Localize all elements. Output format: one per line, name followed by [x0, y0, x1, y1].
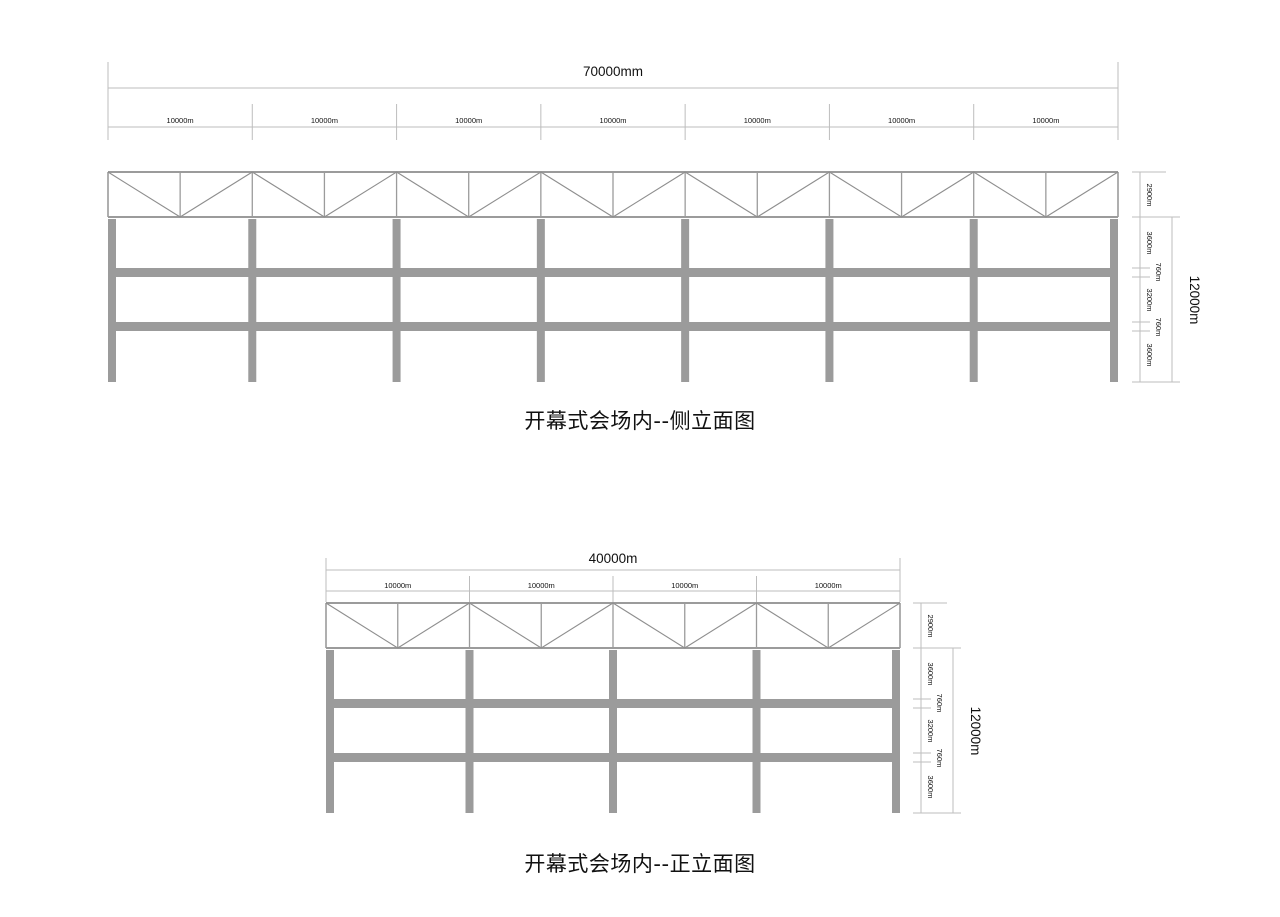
- vdim-label: 760m: [935, 694, 944, 713]
- bay-label: 10000m: [455, 116, 482, 125]
- right-dimension-group-1: 2900m 3600m 760m 3200m 760m 3600m 12000m: [1132, 171, 1202, 383]
- beam-level-1: [108, 268, 1118, 277]
- beams-2: [326, 699, 900, 762]
- drawing-title-front: 开幕式会场内--正立面图: [524, 852, 756, 876]
- frame-structure-1: [108, 219, 1118, 382]
- bay-label: 10000m: [888, 116, 915, 125]
- beam-level-2: [326, 753, 900, 762]
- drawing-side-elevation: 70000mm 10000m 10000m 10000m 10000m 1000…: [0, 0, 1280, 450]
- vdim-ticks-1: [1132, 171, 1180, 383]
- vdim-label: 3600m: [926, 776, 935, 799]
- total-dim-label-2: 40000m: [589, 551, 638, 566]
- vdim-label: 3200m: [926, 720, 935, 743]
- bay-label: 10000m: [1032, 116, 1059, 125]
- roof-truss-1: [107, 171, 1119, 218]
- vdim-label: 760m: [1154, 318, 1163, 337]
- total-vdim-label-1: 12000m: [1187, 276, 1202, 325]
- front-elevation-svg: 40000m 10000m 10000m 10000m 10000m: [325, 551, 983, 814]
- truss-verticals-2: [397, 603, 829, 648]
- beam-level-2: [108, 322, 1118, 331]
- bay-label: 10000m: [599, 116, 626, 125]
- vdim-label: 3600m: [926, 663, 935, 686]
- vdim-label: 760m: [935, 749, 944, 768]
- vdim-label: 3200m: [1145, 289, 1154, 312]
- drawing-title-side: 开幕式会场内--侧立面图: [524, 409, 756, 433]
- vdim-label: 2900m: [926, 615, 935, 638]
- vdim-label: 3600m: [1145, 232, 1154, 255]
- bay-label: 10000m: [671, 581, 698, 590]
- bay-label: 10000m: [815, 581, 842, 590]
- frame-structure-2: [326, 650, 900, 813]
- roof-truss-2: [325, 602, 901, 649]
- total-vdim-label-2: 12000m: [968, 707, 983, 756]
- right-dimension-group-2: 2900m 3600m 760m 3200m 760m 3600m 12000m: [913, 602, 983, 814]
- truss-diagonals-2: [325, 602, 901, 649]
- bay-label: 10000m: [528, 581, 555, 590]
- vdim-label: 2900m: [1145, 184, 1154, 207]
- top-dimension-group-1: 70000mm 10000m 10000m 10000m 10000m 1000…: [107, 62, 1119, 140]
- beam-level-1: [326, 699, 900, 708]
- side-elevation-svg: 70000mm 10000m 10000m 10000m 10000m 1000…: [107, 62, 1202, 383]
- vdim-label: 3600m: [1145, 344, 1154, 367]
- total-dim-label-1: 70000mm: [583, 64, 643, 79]
- top-dimension-group-2: 40000m 10000m 10000m 10000m 10000m: [325, 551, 901, 602]
- truss-verticals-1: [179, 172, 1047, 217]
- drawing-front-elevation: 40000m 10000m 10000m 10000m 10000m: [0, 450, 1280, 917]
- bay-label: 10000m: [384, 581, 411, 590]
- bay-ticks-2: [325, 576, 901, 602]
- bay-label: 10000m: [167, 116, 194, 125]
- columns-2: [326, 650, 900, 813]
- truss-diagonals-1: [107, 171, 1119, 218]
- bay-label: 10000m: [311, 116, 338, 125]
- vdim-ticks-2: [913, 602, 961, 814]
- beams-1: [108, 268, 1118, 331]
- columns-1: [108, 219, 1118, 382]
- bay-label: 10000m: [744, 116, 771, 125]
- bay-ticks-1: [107, 104, 1119, 140]
- vdim-label: 760m: [1154, 263, 1163, 282]
